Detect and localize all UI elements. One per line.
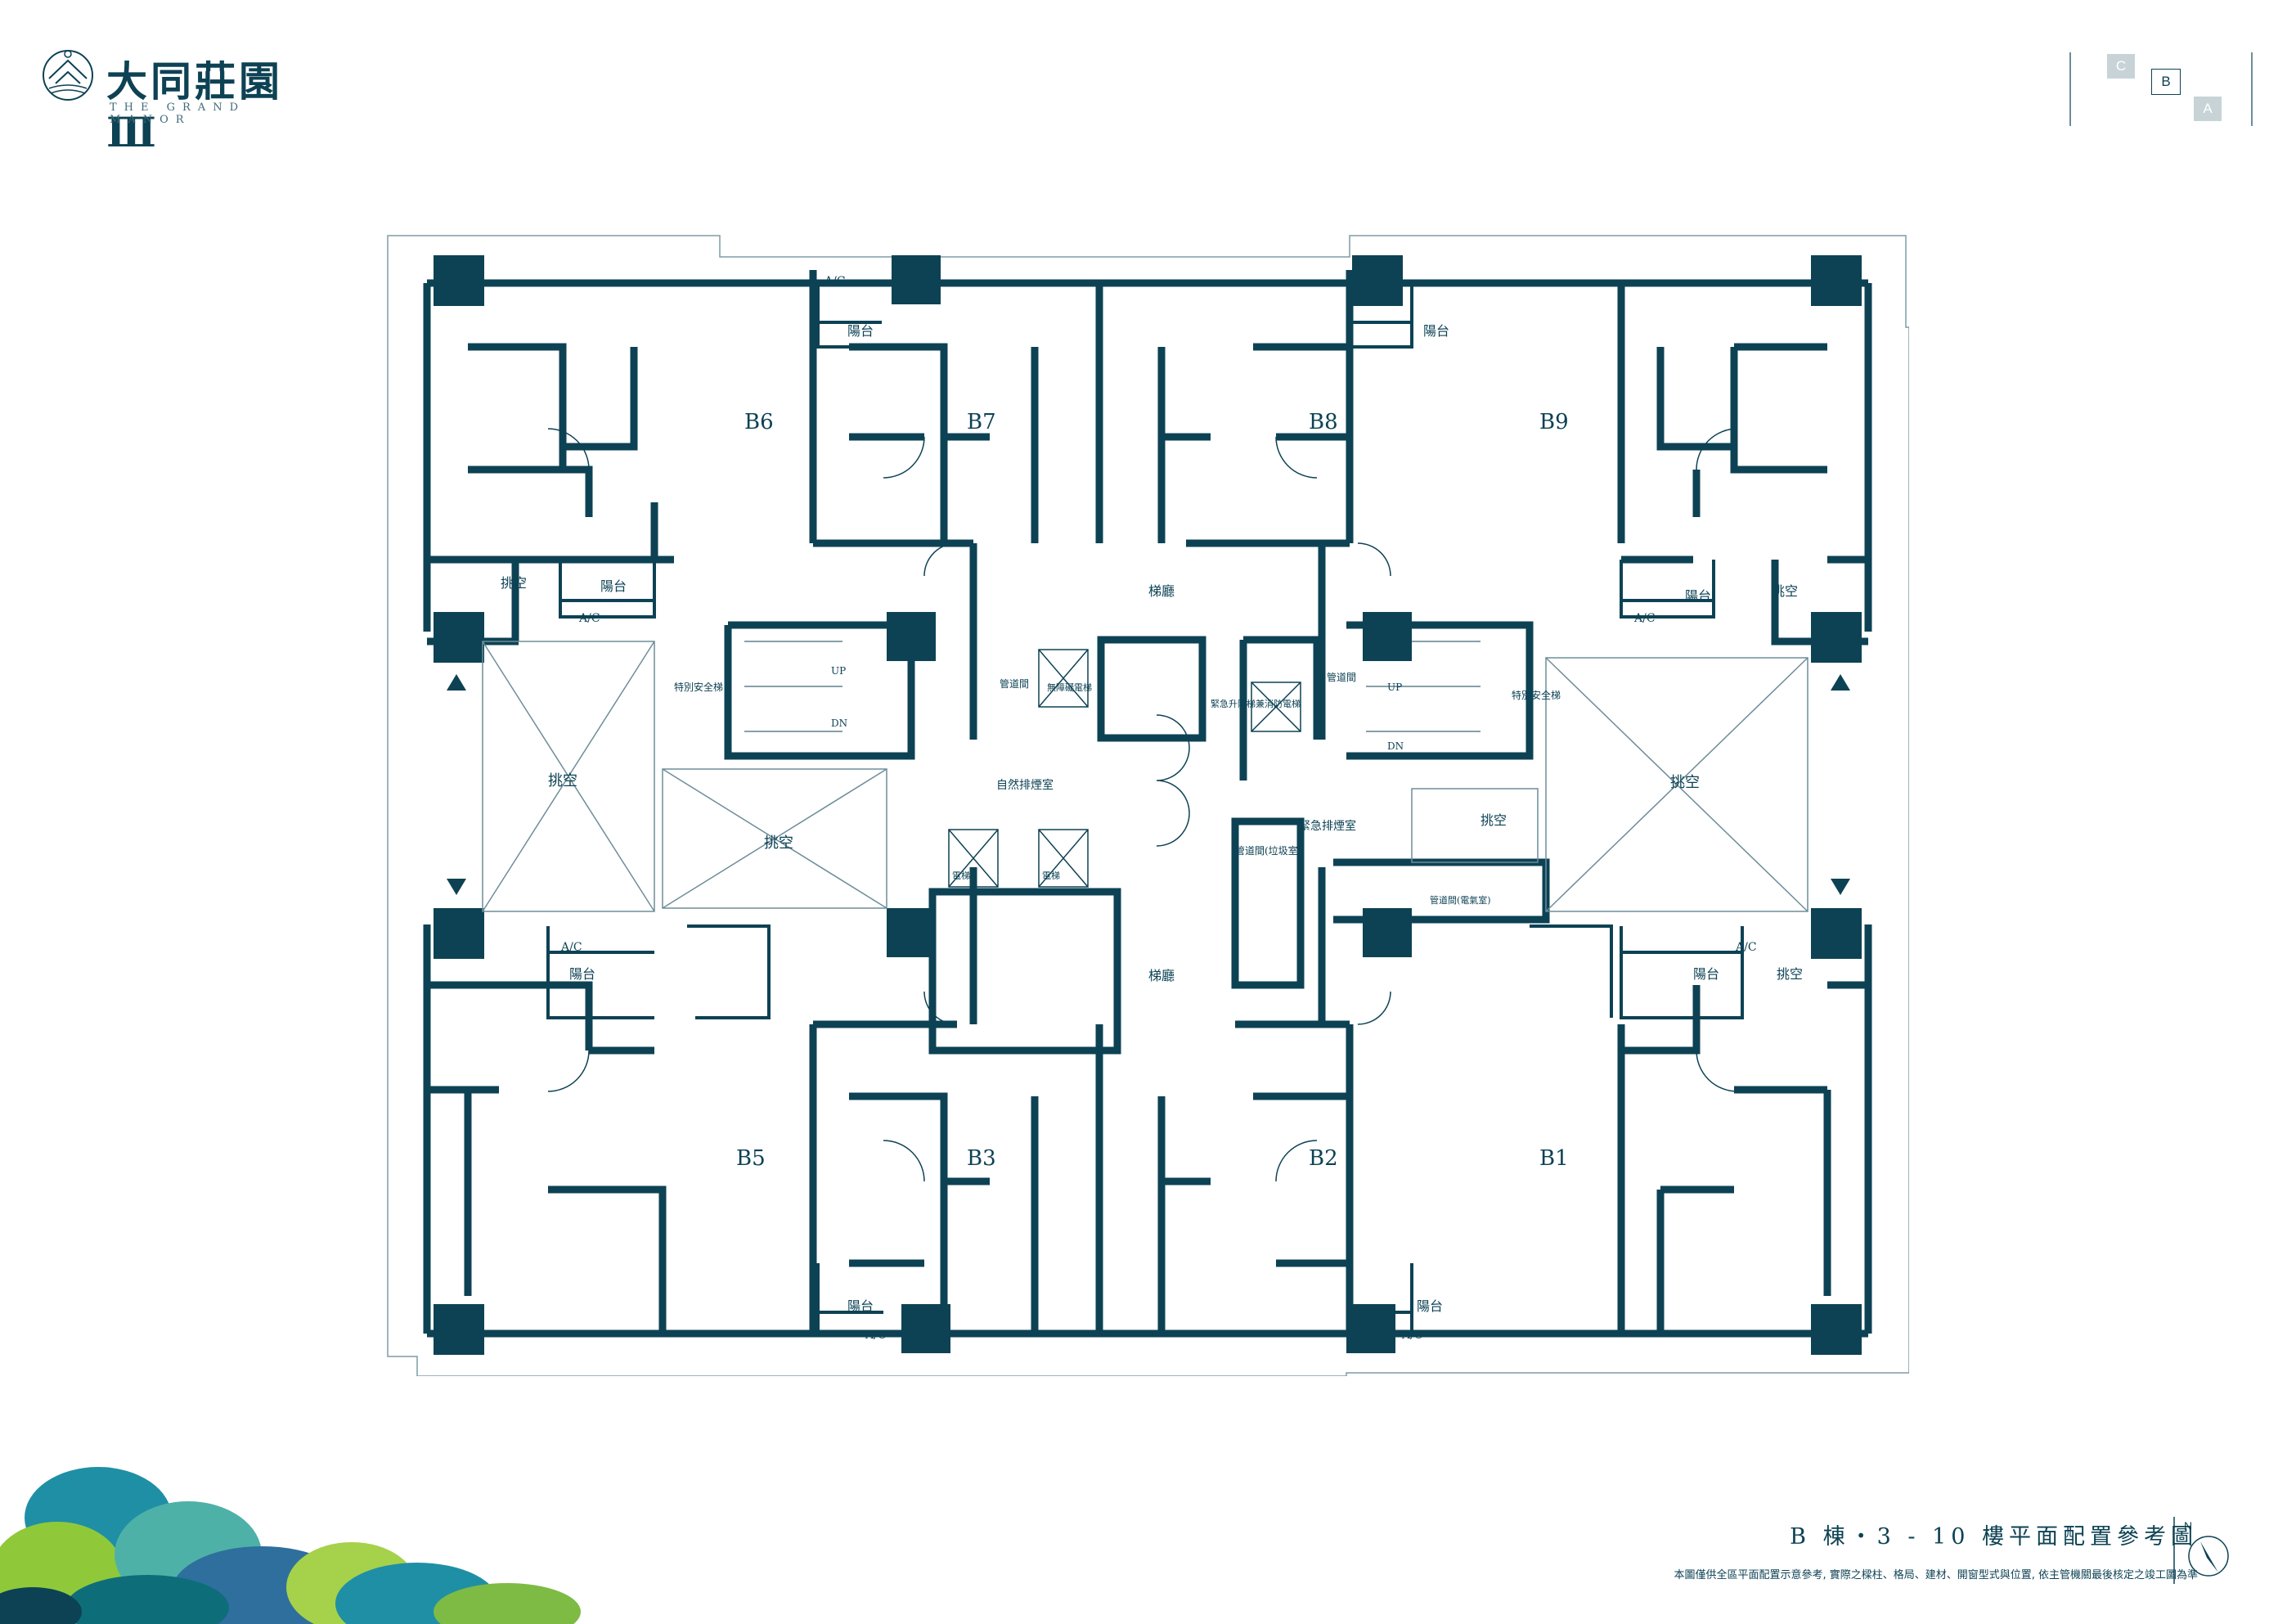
ac-label: A/C (1362, 275, 1384, 288)
key-divider (2251, 52, 2253, 126)
ac-label: A/C (560, 941, 582, 954)
unit-label-b3: B3 (967, 1146, 996, 1171)
column (1811, 1304, 1862, 1355)
stair-up-label: UP (1387, 682, 1402, 693)
balcony-label: 陽台 (847, 1298, 874, 1314)
balcony-label: 陽台 (847, 323, 874, 339)
pipe-shaft-label: 管道間 (1327, 671, 1356, 683)
column (887, 908, 936, 957)
column (434, 255, 484, 306)
column (434, 1304, 484, 1355)
manor-emblem-icon (43, 50, 93, 101)
stair-down-label: DN (831, 718, 847, 729)
column (1346, 1304, 1395, 1353)
section-marker-icon (1831, 879, 1850, 895)
brand-title: 大同莊園Ⅲ (106, 57, 283, 156)
void-label: 挑空 (764, 834, 793, 852)
lobby-label: 梯廳 (1148, 968, 1175, 983)
section-marker-icon (447, 674, 466, 691)
column (434, 908, 484, 959)
column (901, 1304, 950, 1353)
void-label: 挑空 (1670, 774, 1700, 791)
emergency-elevator-label: 緊急升降梯兼消防電梯 (1211, 698, 1301, 709)
garbage-shaft-label: 管道間(垃圾室) (1235, 844, 1301, 857)
balcony-label: 陽台 (1423, 323, 1449, 339)
unit-label-b7: B7 (967, 410, 996, 434)
electrical-room-label: 管道間(電氣室) (1430, 894, 1491, 906)
void-label: 挑空 (1480, 812, 1507, 828)
thin-wall-group (546, 283, 1744, 1334)
balcony-label: 陽台 (1417, 1298, 1443, 1314)
lobby-label: 梯廳 (1148, 583, 1175, 599)
section-marker-icon (447, 879, 466, 895)
ac-label: A/C (578, 612, 600, 625)
natural-smoke-room-label: 自然排煙室 (996, 778, 1054, 792)
wall-group (423, 270, 1872, 1338)
void-group (482, 641, 1808, 912)
north-arrow-icon: N (2173, 1517, 2229, 1584)
pipe-shaft-label: 管道間 (1000, 677, 1029, 690)
void-label: 挑空 (1772, 583, 1798, 599)
unit-label-b1: B1 (1539, 1146, 1569, 1171)
column (1352, 255, 1403, 306)
column (1363, 612, 1412, 661)
decorative-trees-illustration (0, 1467, 581, 1624)
brand-subtitle: THE GRAND MANOR (110, 101, 245, 126)
balcony-label: 陽台 (1693, 966, 1719, 982)
emergency-smoke-room-label: 緊急排煙室 (1299, 819, 1356, 833)
key-building-a: A (2194, 97, 2222, 121)
stair-group (744, 641, 1480, 732)
elevator-label: 電梯 (1042, 870, 1060, 881)
balcony-label: 陽台 (569, 966, 595, 982)
floor-plan: B6 B7 B8 B9 B5 B3 B2 B1 陽台 陽台 A/C A/C 陽台… (387, 235, 1909, 1376)
ac-label: A/C (1735, 941, 1757, 954)
north-letter: N (2184, 1519, 2192, 1532)
stair-up-label: UP (831, 665, 846, 677)
column (1811, 612, 1862, 663)
column (887, 612, 936, 661)
unit-label-b2: B2 (1309, 1146, 1338, 1171)
unit-label-b8: B8 (1309, 410, 1338, 434)
column (1811, 255, 1862, 306)
key-building-b: B (2151, 69, 2181, 95)
key-building-c: C (2107, 54, 2135, 79)
building-key-map: C B A (2069, 52, 2266, 134)
door-group (547, 428, 1738, 1182)
column-group (434, 255, 1862, 1355)
elevator-group (948, 649, 1301, 888)
site-outline (387, 235, 1909, 1376)
unit-label-b6: B6 (744, 410, 774, 434)
special-stair-label: 特別安全梯 (1512, 689, 1561, 701)
column (1363, 908, 1412, 957)
plan-title: B 棟‧3 - 10 樓平面配置參考圖 (1790, 1524, 2198, 1550)
void-label: 挑空 (1777, 966, 1803, 982)
void-label: 挑空 (501, 575, 527, 591)
key-divider (2069, 52, 2071, 126)
void-label: 挑空 (548, 772, 577, 790)
balcony-label: 陽台 (600, 578, 627, 594)
stair-down-label: DN (1387, 740, 1404, 752)
ac-label: A/C (865, 1329, 887, 1342)
ac-label: A/C (824, 275, 846, 288)
section-marker-icon (1831, 674, 1850, 691)
ac-label: A/C (1633, 612, 1656, 625)
ac-label: A/C (1401, 1329, 1423, 1342)
column (1811, 908, 1862, 959)
brand-logo: 大同莊園Ⅲ THE GRAND MANOR (39, 43, 334, 156)
column (434, 612, 484, 663)
plan-disclaimer: 本圖僅供全區平面配置示意參考, 實際之樑柱、格局、建材、開窗型式與位置, 依主管… (1674, 1569, 2198, 1581)
balcony-label: 陽台 (1685, 588, 1711, 604)
accessible-elevator-label: 無障礙電梯 (1047, 682, 1092, 693)
unit-label-b5: B5 (736, 1146, 766, 1171)
special-stair-label: 特別安全梯 (674, 681, 723, 693)
unit-label-b9: B9 (1539, 410, 1569, 434)
column (892, 255, 941, 304)
elevator-label: 電梯 (952, 870, 970, 881)
